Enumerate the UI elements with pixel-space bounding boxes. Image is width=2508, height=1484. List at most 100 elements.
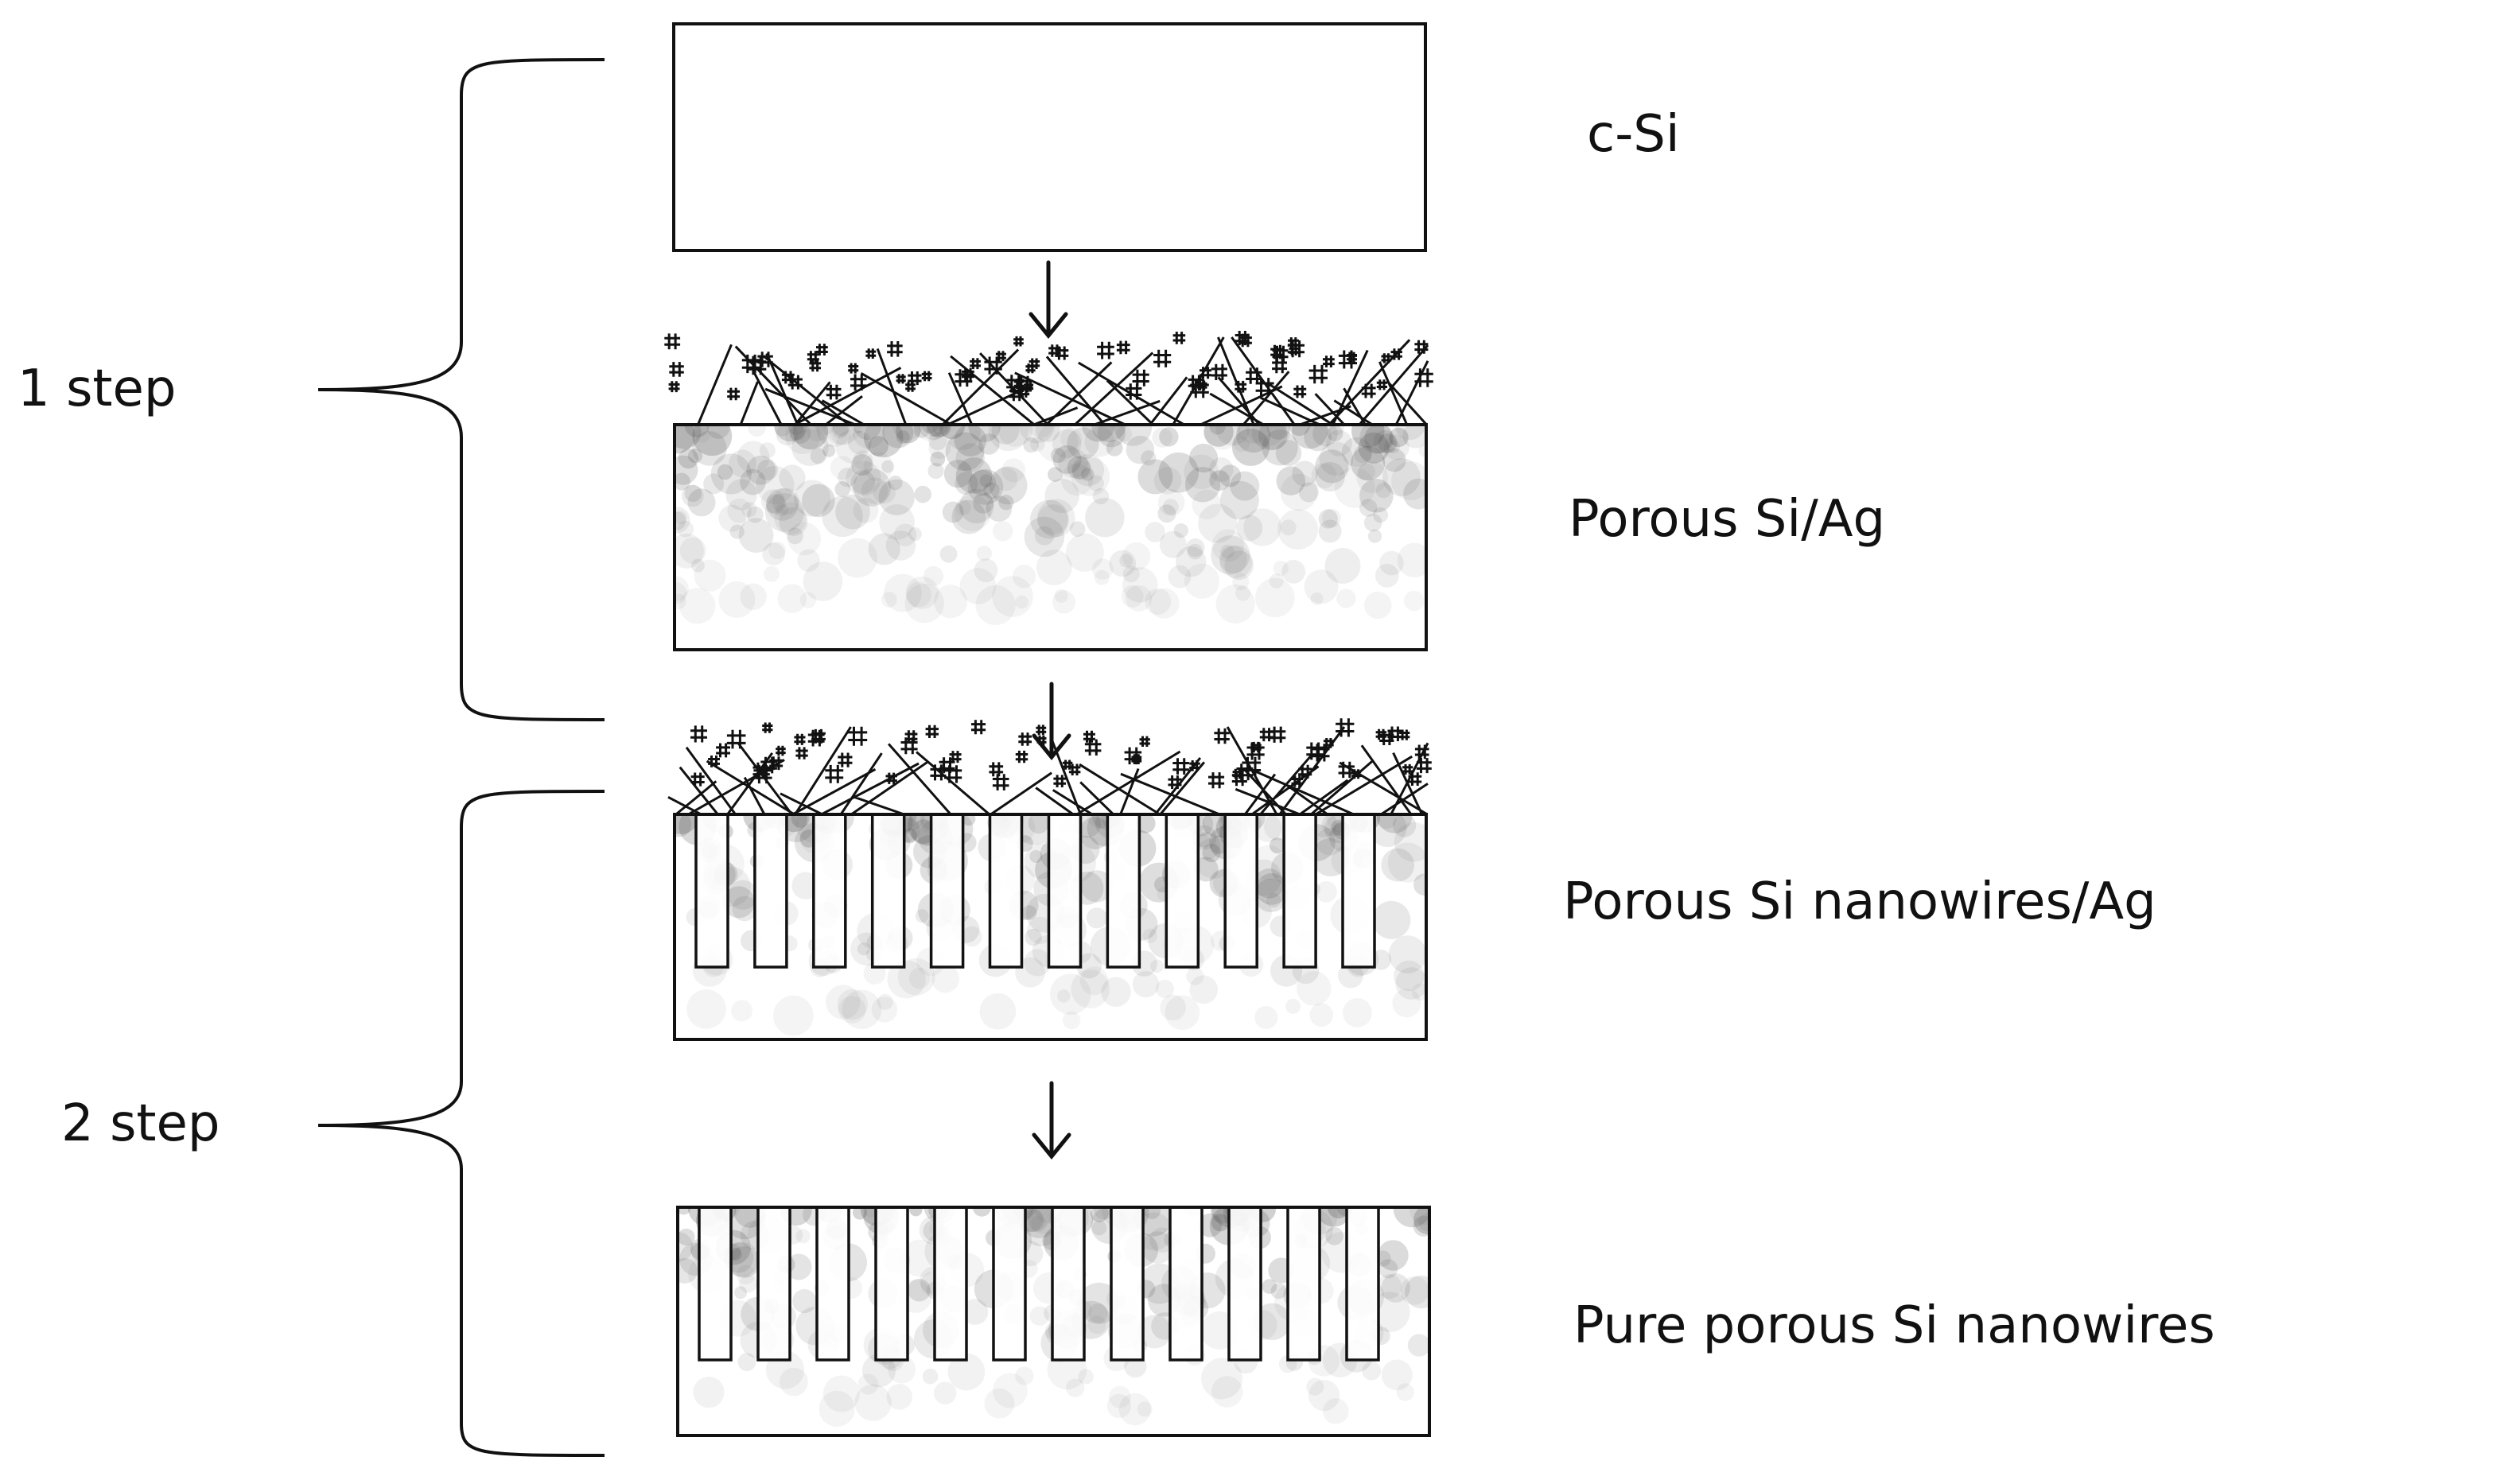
pore [1145, 588, 1172, 615]
pore [904, 583, 944, 624]
pore [728, 880, 758, 910]
pore [776, 425, 799, 446]
pore [687, 449, 703, 464]
pore [1318, 519, 1342, 543]
pore [678, 1207, 691, 1215]
pore [1251, 425, 1290, 451]
pore [1308, 1380, 1340, 1412]
pore [1198, 503, 1238, 543]
pore [1122, 542, 1151, 571]
pore [1091, 425, 1126, 442]
step1-brace [317, 58, 605, 721]
pore [799, 592, 817, 608]
pore [1236, 515, 1263, 542]
pore [791, 429, 829, 466]
pore [734, 1286, 748, 1299]
pore [885, 530, 916, 561]
pore [1069, 521, 1086, 538]
pore [1080, 870, 1114, 903]
pore [684, 425, 710, 437]
pore [1292, 425, 1328, 449]
pore [1034, 526, 1055, 546]
pore [835, 429, 870, 464]
pore [765, 494, 787, 515]
pore [1175, 546, 1207, 577]
pore [1381, 848, 1415, 882]
pore [1254, 868, 1285, 899]
pore [1243, 508, 1281, 546]
pore [863, 425, 904, 458]
pore [1201, 1358, 1242, 1400]
pore [727, 498, 752, 523]
pore [1082, 425, 1115, 442]
pore [1387, 842, 1426, 883]
pore [819, 1390, 855, 1427]
pore [1050, 448, 1066, 463]
pore [838, 538, 877, 578]
pore [1270, 1283, 1287, 1299]
nanowire-gap [753, 813, 788, 969]
pore [1297, 971, 1332, 1006]
pore [958, 488, 994, 524]
pore [832, 425, 850, 437]
pore [1310, 592, 1324, 605]
pore [1109, 550, 1137, 577]
porous-nanowires-ag-label: Porous Si nanowires/Ag [1563, 872, 2156, 931]
pore [706, 425, 730, 439]
pore [1168, 565, 1192, 589]
pore [1063, 1011, 1081, 1030]
pore [1304, 569, 1339, 604]
pore [955, 443, 986, 472]
pore [822, 444, 836, 457]
pore [1087, 475, 1104, 491]
pore [1078, 1282, 1120, 1324]
pore [787, 522, 822, 556]
arrow-down-icon [1032, 682, 1071, 760]
nanowire-gap [694, 813, 729, 969]
pore [1027, 916, 1055, 944]
pore [1209, 425, 1226, 435]
pore [759, 442, 776, 459]
pore [892, 425, 923, 441]
pore [993, 1373, 1028, 1408]
pore [962, 1299, 989, 1325]
pore [1108, 1385, 1131, 1408]
pore [1193, 857, 1219, 882]
pore [682, 484, 704, 507]
pure-nanowires-block [676, 1206, 1431, 1437]
pore [1159, 427, 1179, 447]
pore [1381, 1359, 1413, 1391]
pore [1079, 817, 1111, 849]
pore [774, 425, 791, 437]
pore [1250, 845, 1286, 881]
pore [915, 909, 929, 923]
pore [675, 455, 698, 485]
pore [931, 965, 959, 993]
pore [974, 558, 998, 583]
pore [1358, 463, 1375, 481]
pore [930, 451, 946, 467]
pore [792, 425, 829, 450]
pore [803, 561, 843, 601]
pore [780, 1367, 808, 1397]
pore [1065, 533, 1104, 572]
pore [934, 1381, 957, 1404]
pore [1375, 483, 1391, 499]
pore [895, 425, 921, 444]
pore [787, 425, 804, 435]
pore [1367, 529, 1382, 543]
pore [826, 985, 861, 1020]
pore [1275, 440, 1302, 466]
pore [1407, 1334, 1429, 1357]
pore [1079, 966, 1109, 996]
pore [1262, 429, 1298, 466]
pore [1159, 530, 1187, 558]
pore [775, 503, 789, 517]
pure-nanowires-label: Pure porous Si nanowires [1573, 1296, 2215, 1355]
pore [1126, 435, 1155, 464]
pore [852, 425, 885, 449]
pore [692, 425, 733, 456]
porous-nanowires-ag-block [667, 718, 1432, 1041]
pore [998, 495, 1014, 511]
pore [908, 968, 931, 989]
